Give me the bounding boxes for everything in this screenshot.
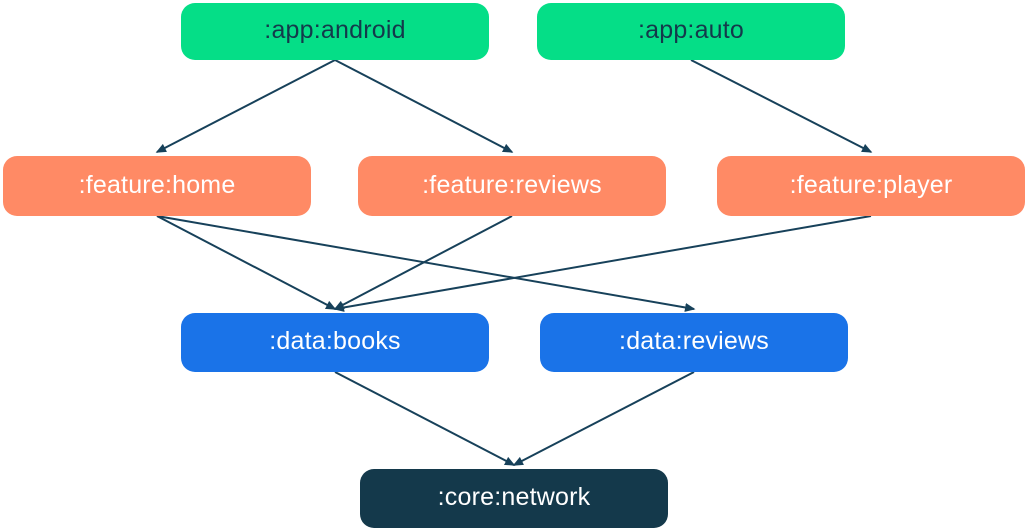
edge-data-reviews-to-core-network bbox=[512, 371, 695, 466]
node-feature-reviews: :feature:reviews bbox=[358, 156, 666, 216]
node-app-android: :app:android bbox=[181, 3, 489, 60]
node-label: :feature:reviews bbox=[422, 170, 602, 199]
node-feature-player: :feature:player bbox=[717, 156, 1025, 216]
edge-app-android-to-feature-home bbox=[155, 59, 336, 153]
edge-feature-home-to-data-reviews bbox=[156, 215, 696, 312]
edge-data-books-to-core-network bbox=[334, 371, 516, 466]
edge-feature-player-to-data-books bbox=[333, 215, 872, 312]
edge-feature-home-to-data-books bbox=[156, 215, 337, 310]
node-label: :feature:home bbox=[78, 170, 236, 199]
edge-feature-reviews-to-data-books bbox=[333, 215, 513, 310]
node-label: :data:reviews bbox=[619, 327, 769, 355]
node-label: :app:auto bbox=[637, 16, 745, 44]
edge-app-auto-to-feature-player bbox=[690, 59, 873, 153]
node-label: :app:android bbox=[264, 16, 406, 44]
edge-lines bbox=[155, 59, 873, 466]
node-core-network: :core:network bbox=[360, 469, 668, 528]
node-data-books: :data:books bbox=[181, 313, 489, 372]
node-label: :core:network bbox=[437, 483, 591, 511]
node-data-reviews: :data:reviews bbox=[540, 313, 848, 372]
node-label: :feature:player bbox=[789, 170, 953, 199]
node-feature-home: :feature:home bbox=[3, 156, 311, 216]
edge-app-android-to-feature-reviews bbox=[334, 59, 514, 153]
node-app-auto: :app:auto bbox=[537, 3, 845, 60]
node-label: :data:books bbox=[269, 327, 401, 355]
